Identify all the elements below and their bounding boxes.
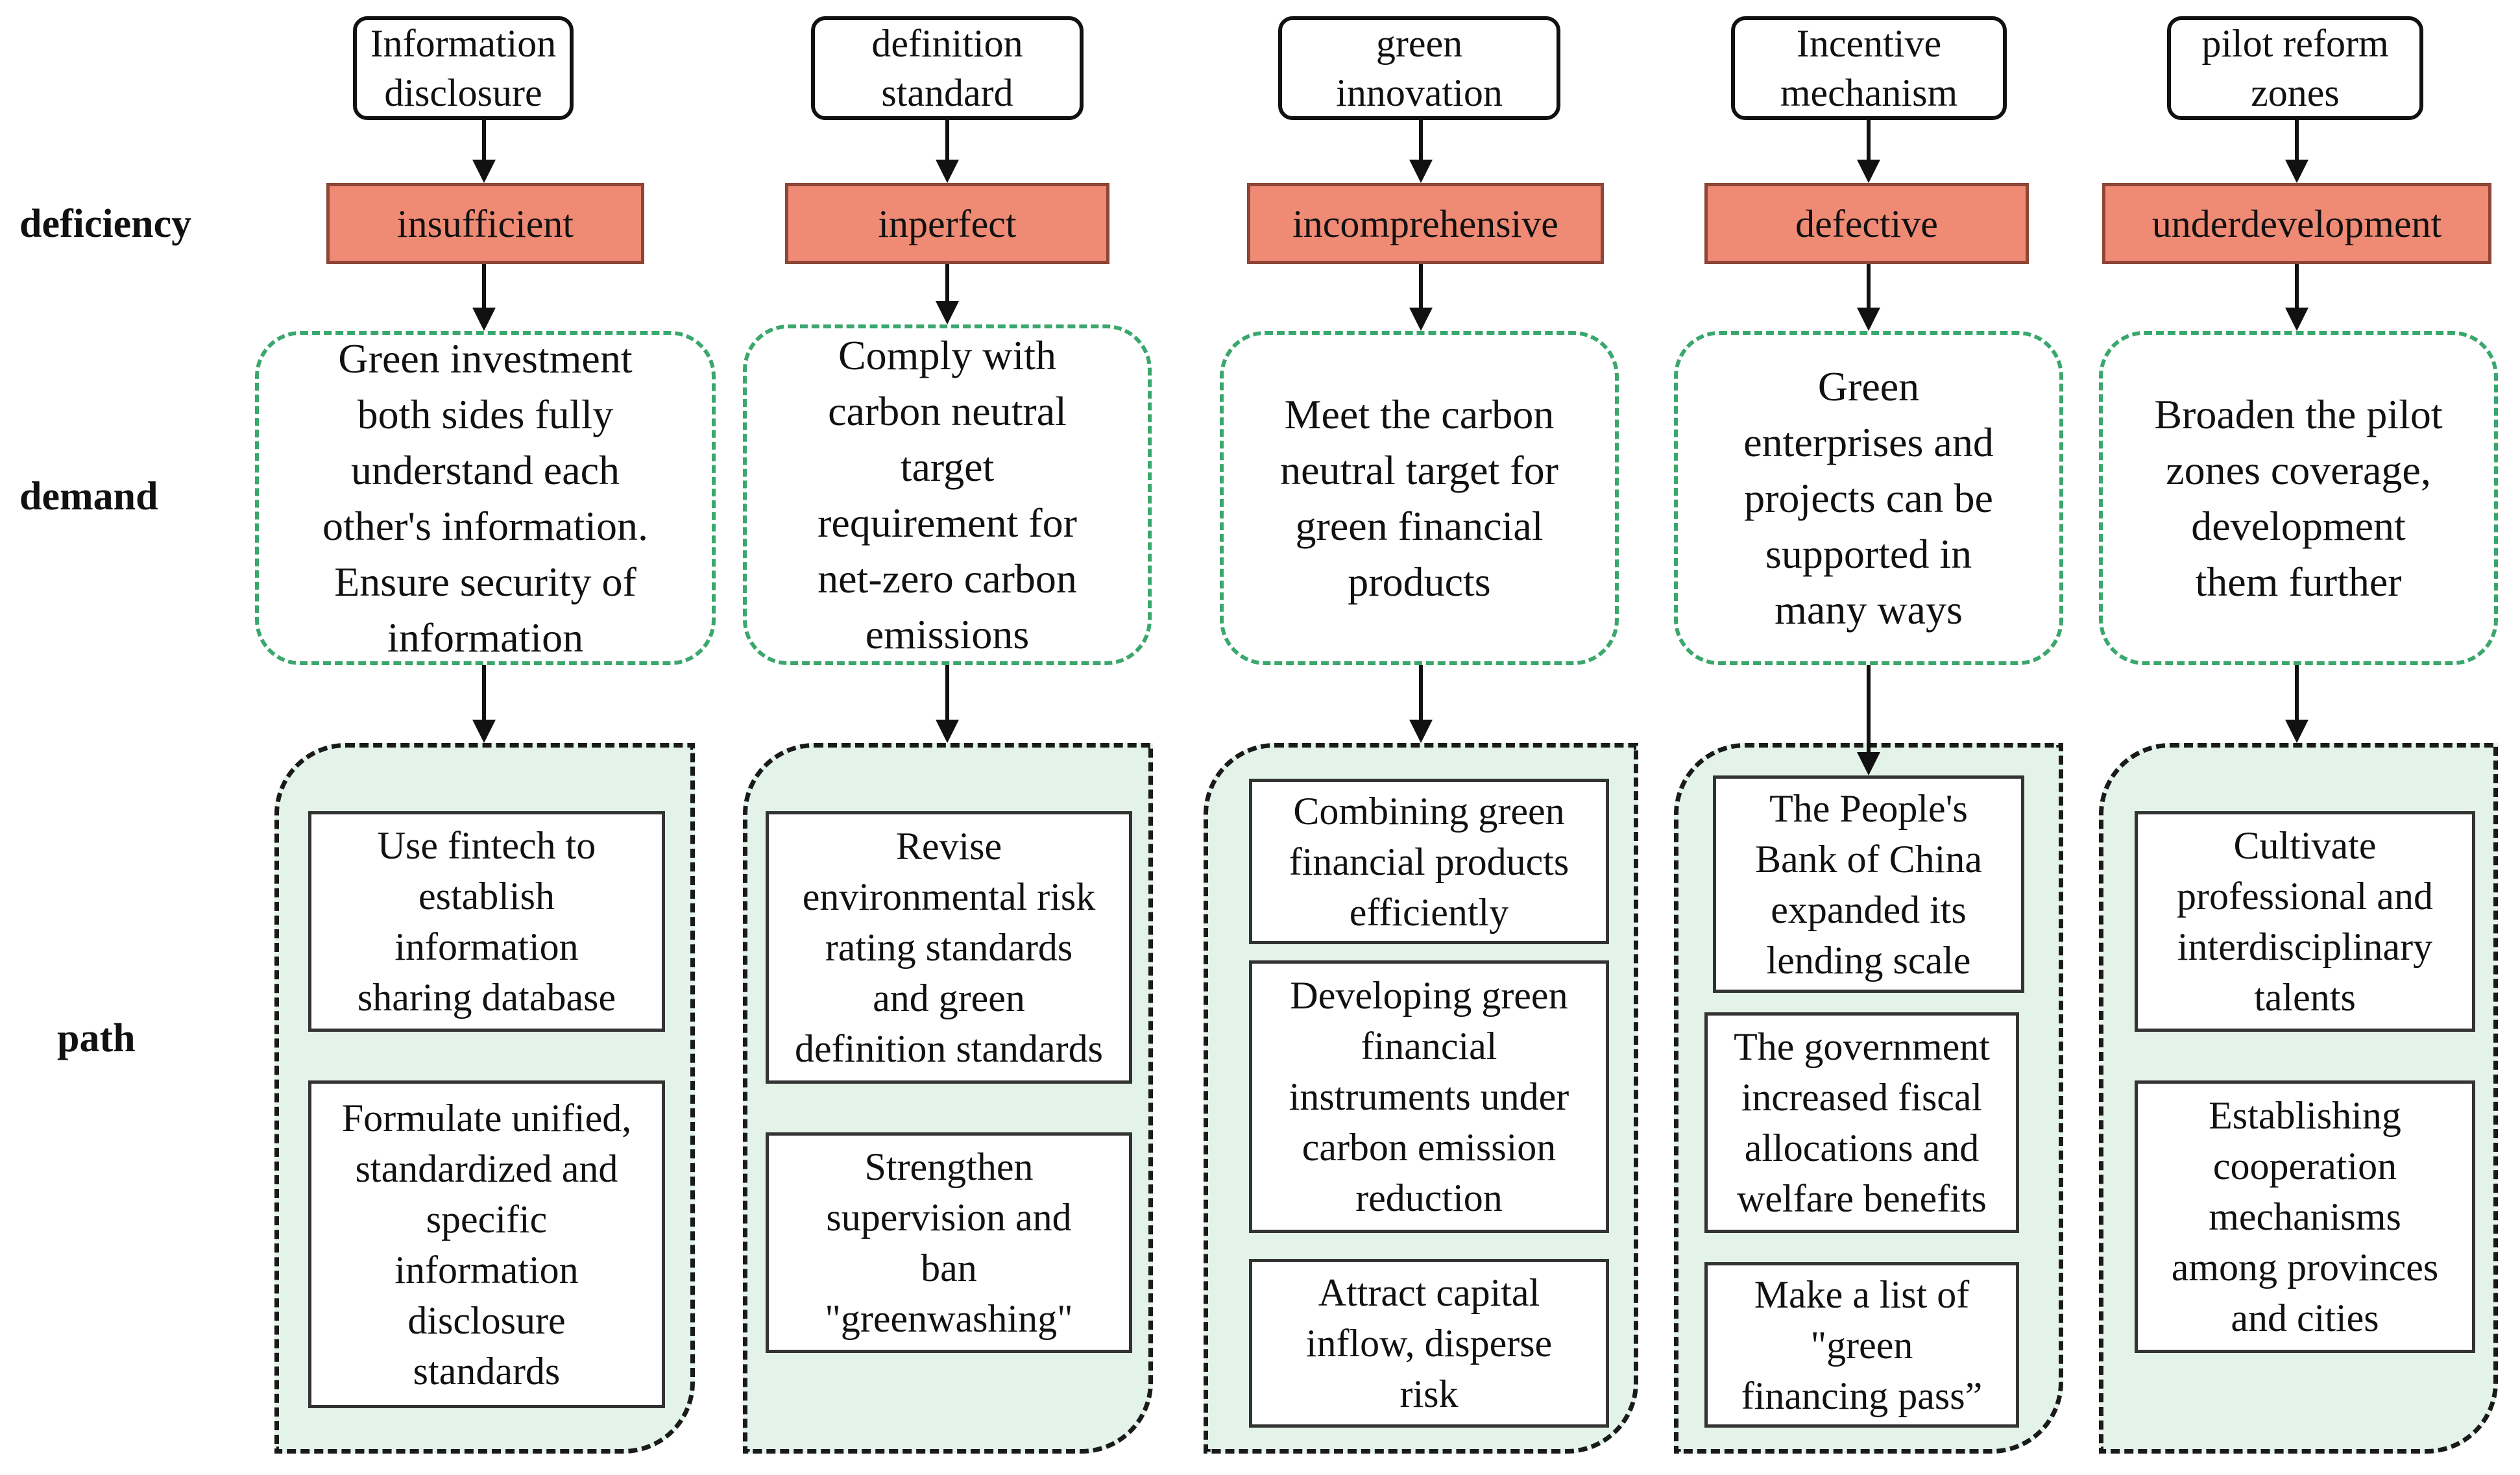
path-item-cooperation-mechanisms: Establishing cooperation mechanisms amon… — [2135, 1080, 2475, 1353]
deficiency-label: insufficient — [396, 202, 574, 245]
deficiency-box-incomprehensive: incomprehensive — [1247, 183, 1604, 264]
path-text: Cultivate professional and interdiscipli… — [2177, 824, 2433, 1019]
path-item-revise-standards: Revise environmental risk rating standar… — [766, 811, 1132, 1084]
path-item-attract-capital: Attract capital inflow, disperse risk — [1249, 1259, 1609, 1428]
demand-text: Green enterprises and projects can be su… — [1743, 363, 1994, 633]
deficiency-box-underdevelopment: underdevelopment — [2102, 183, 2491, 264]
topic-box-pilot-reform-zones: pilot reform zones — [2167, 16, 2423, 120]
demand-text: Comply with carbon neutral target requir… — [818, 332, 1077, 657]
path-text: Revise environmental risk rating standar… — [795, 825, 1103, 1070]
demand-box-information-disclosure: Green investment both sides fully unders… — [255, 331, 716, 665]
topic-box-definition-standard: definition standard — [811, 16, 1084, 120]
path-text: Attract capital inflow, disperse risk — [1305, 1271, 1553, 1415]
path-item-developing-instruments: Developing green financial instruments u… — [1249, 960, 1609, 1233]
demand-text: Green investment both sides fully unders… — [322, 335, 649, 661]
path-text: Use fintech to establish information sha… — [357, 824, 616, 1019]
topic-label: green innovation — [1336, 22, 1503, 114]
path-item-cultivate-talents: Cultivate professional and interdiscipli… — [2135, 811, 2475, 1032]
demand-box-definition-standard: Comply with carbon neutral target requir… — [743, 324, 1152, 665]
demand-text: Meet the carbon neutral target for green… — [1280, 391, 1558, 605]
row-label-path: path — [57, 1016, 136, 1060]
path-text: The People's Bank of China expanded its … — [1755, 786, 1982, 982]
path-item-pboc-lending: The People's Bank of China expanded its … — [1713, 775, 2024, 993]
path-text: Combining green financial products effic… — [1289, 789, 1569, 934]
demand-text: Broaden the pilot zones coverage, develo… — [2154, 391, 2443, 605]
deficiency-box-defective: defective — [1704, 183, 2029, 264]
topic-label: definition standard — [871, 22, 1023, 114]
topic-box-incentive-mechanism: Incentive mechanism — [1731, 16, 2007, 120]
demand-box-incentive-mechanism: Green enterprises and projects can be su… — [1674, 331, 2063, 665]
topic-label: Incentive mechanism — [1780, 22, 1958, 114]
topic-box-green-innovation: green innovation — [1278, 16, 1560, 120]
row-label-demand: demand — [19, 474, 158, 518]
topic-label: pilot reform zones — [2201, 22, 2389, 114]
deficiency-label: underdevelopment — [2151, 202, 2442, 245]
demand-box-pilot-reform-zones: Broaden the pilot zones coverage, develo… — [2099, 331, 2498, 665]
path-text: Make a list of "green financing pass” — [1741, 1273, 1983, 1417]
path-text: Formulate unified, standardized and spec… — [341, 1096, 632, 1393]
path-item-fiscal-allocations: The government increased fiscal allocati… — [1704, 1012, 2019, 1233]
topic-box-information-disclosure: Information disclosure — [353, 16, 574, 120]
deficiency-label: defective — [1795, 202, 1938, 245]
row-label-deficiency: deficiency — [19, 202, 192, 246]
path-item-disclosure-standards: Formulate unified, standardized and spec… — [308, 1080, 665, 1408]
topic-label: Information disclosure — [370, 22, 557, 114]
deficiency-label: incomprehensive — [1292, 202, 1558, 245]
demand-box-green-innovation: Meet the carbon neutral target for green… — [1220, 331, 1619, 665]
deficiency-label: inperfect — [878, 202, 1017, 245]
deficiency-box-insufficient: insufficient — [326, 183, 644, 264]
path-text: Strengthen supervision and ban "greenwas… — [825, 1145, 1073, 1340]
path-item-combining-products: Combining green financial products effic… — [1249, 779, 1609, 944]
path-item-green-financing-pass: Make a list of "green financing pass” — [1704, 1262, 2019, 1428]
path-text: Developing green financial instruments u… — [1289, 974, 1569, 1219]
path-item-ban-greenwashing: Strengthen supervision and ban "greenwas… — [766, 1132, 1132, 1353]
path-text: The government increased fiscal allocati… — [1734, 1025, 1990, 1220]
deficiency-box-inperfect: inperfect — [785, 183, 1109, 264]
path-item-fintech-database: Use fintech to establish information sha… — [308, 811, 665, 1032]
path-text: Establishing cooperation mechanisms amon… — [2171, 1094, 2439, 1339]
